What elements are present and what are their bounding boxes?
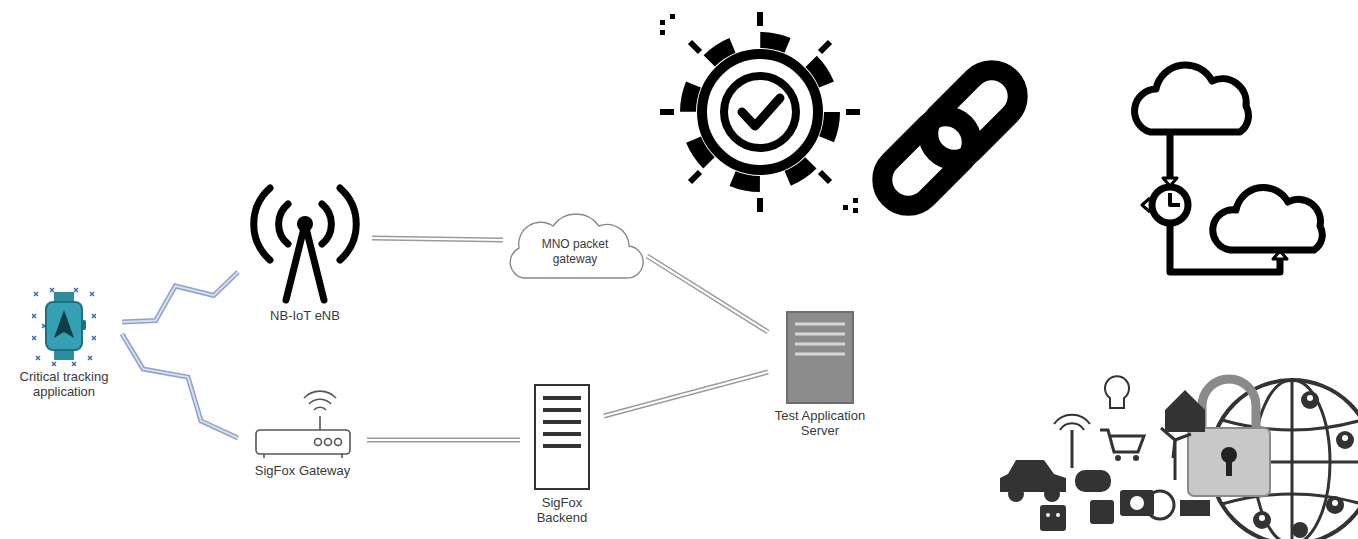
sigfox-gateway: SigFox Gateway — [240, 388, 365, 478]
router-icon — [248, 388, 358, 460]
node-label: MNO packet gateway — [495, 237, 655, 267]
node-label: NB-IoT eNB — [270, 308, 340, 323]
line-inner — [367, 439, 520, 441]
wired-link — [372, 238, 503, 240]
node-label: SigFox Backend — [522, 495, 602, 525]
line-outer — [367, 438, 520, 443]
wired-link — [367, 440, 520, 441]
backend-server: SigFox Backend — [522, 382, 602, 525]
base-station: NB-IoT eNB — [240, 180, 370, 323]
lightning-highlight — [122, 334, 238, 438]
node-label: SigFox Gateway — [255, 463, 350, 478]
cloud-timer-icon — [1135, 65, 1323, 272]
lightning-highlight — [122, 272, 238, 322]
radio-link — [122, 334, 238, 438]
lightning-stroke — [122, 272, 238, 322]
line-inner — [372, 238, 503, 240]
radio-link — [122, 272, 238, 322]
node-label: Critical tracking application — [8, 369, 120, 399]
gateway-cloud: MNO packet gateway — [495, 212, 655, 292]
node-label: Test Application Server — [770, 408, 870, 438]
watch-icon — [32, 286, 96, 366]
iot-security-collage — [1000, 376, 1358, 539]
application-server: Test Application Server — [770, 310, 870, 438]
tracker-device: Critical tracking application — [8, 286, 120, 399]
gear-check-icon — [660, 12, 860, 213]
line-outer — [372, 238, 503, 240]
line-outer — [647, 256, 768, 332]
chain-icon — [872, 60, 1029, 217]
line-inner — [604, 372, 768, 416]
wired-link — [604, 372, 768, 416]
lightning-stroke — [122, 334, 238, 438]
antenna-icon — [240, 180, 370, 305]
line-outer — [604, 372, 768, 416]
line-inner — [647, 256, 768, 332]
backend-icon — [532, 382, 592, 492]
server-icon — [785, 310, 855, 405]
wired-link — [647, 256, 768, 332]
